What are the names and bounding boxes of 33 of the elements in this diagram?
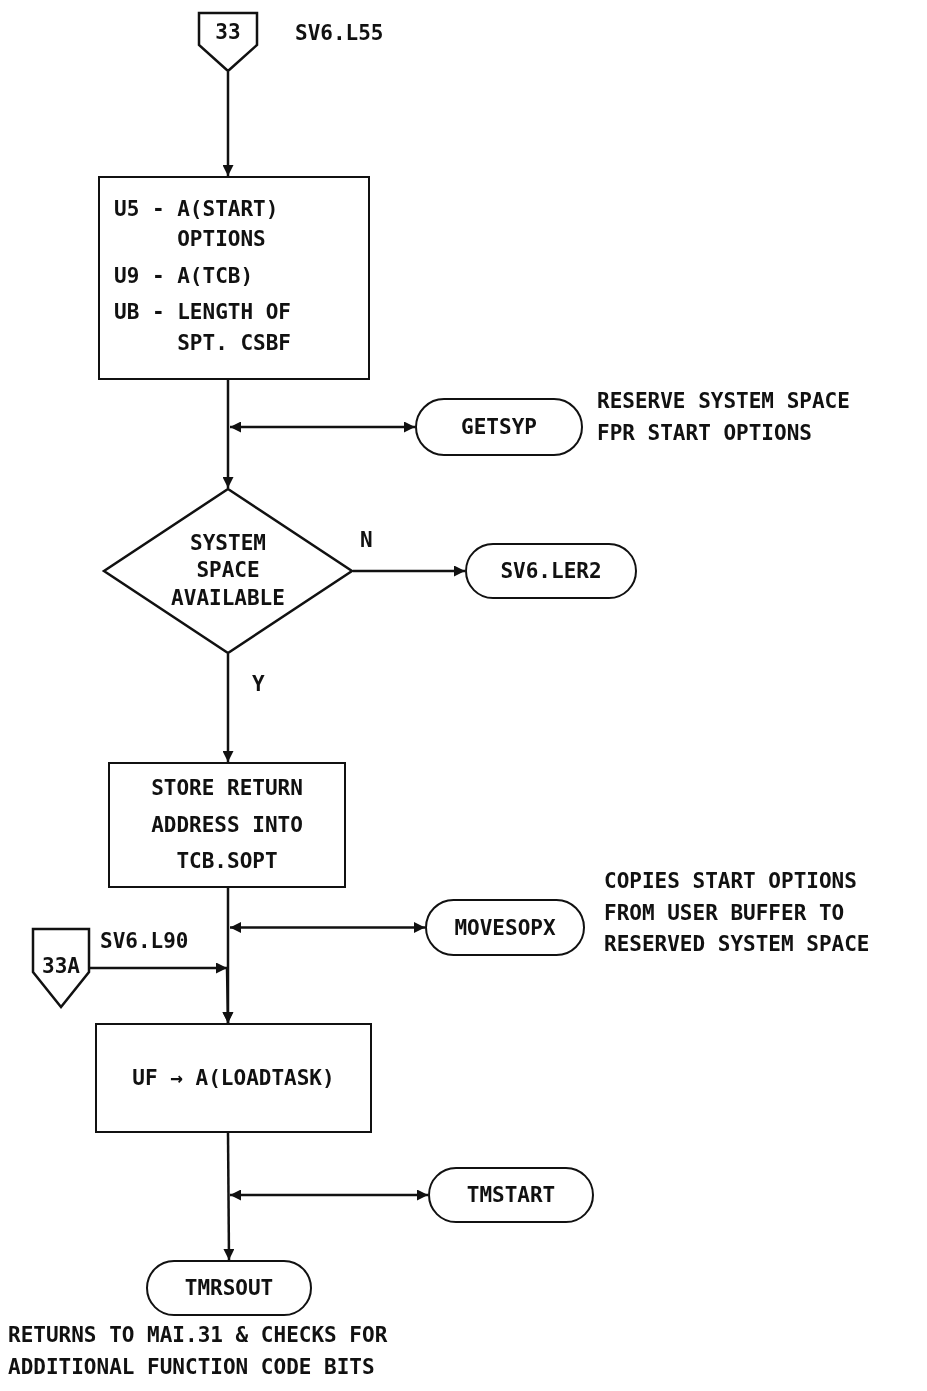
node-text: SYSTEM SPACE AVAILABLE — [170, 530, 286, 612]
node-text: U9 - A(TCB) — [114, 262, 255, 290]
arrow — [90, 963, 233, 1024]
node-text: TMRSOUT — [184, 1276, 274, 1300]
arrow — [222, 380, 234, 488]
arrow — [230, 922, 425, 933]
decision-diamond — [103, 488, 353, 654]
arrow — [353, 565, 465, 577]
process-box — [108, 762, 346, 888]
arrow — [223, 1133, 235, 1260]
node-text: GETSYP — [461, 415, 537, 439]
process-box — [98, 176, 370, 380]
offpage-connector — [32, 928, 90, 1008]
note-text: SV6.L90 — [100, 928, 190, 955]
note-text: SV6.L55 — [295, 20, 385, 47]
arrow — [230, 1189, 428, 1201]
arrow — [222, 654, 234, 762]
process-box — [95, 1023, 372, 1133]
offpage-connector — [198, 12, 258, 72]
node-text: UB - LENGTH OF SPT. CSBF — [114, 299, 292, 357]
node-text: 33A — [42, 954, 80, 978]
node-text: TMSTART — [466, 1183, 556, 1207]
node-text: U5 - A(START) OPTIONS — [114, 196, 280, 254]
note-text: RESERVE SYSTEM SPACE FPR START OPTIONS — [597, 388, 851, 447]
node-text: 33 — [215, 20, 241, 44]
node-text: STORE RETURN ADDRESS INTO TCB.SOPT — [150, 774, 304, 876]
node-text: MOVESOPX — [454, 915, 556, 940]
arrow — [230, 421, 415, 433]
node-text: SV6.LER2 — [500, 559, 602, 583]
note-text: COPIES START OPTIONS FROM USER BUFFER TO RESERVED SYSTEM SPACE — [604, 868, 871, 958]
arrow — [222, 72, 234, 176]
note-text: RETURNS TO MAI.31 & CHECKS FOR ADDITIONAL FUNCTION CODE BITS — [8, 1322, 389, 1381]
node-text: UF → A(LOADTASK) — [132, 1064, 335, 1092]
